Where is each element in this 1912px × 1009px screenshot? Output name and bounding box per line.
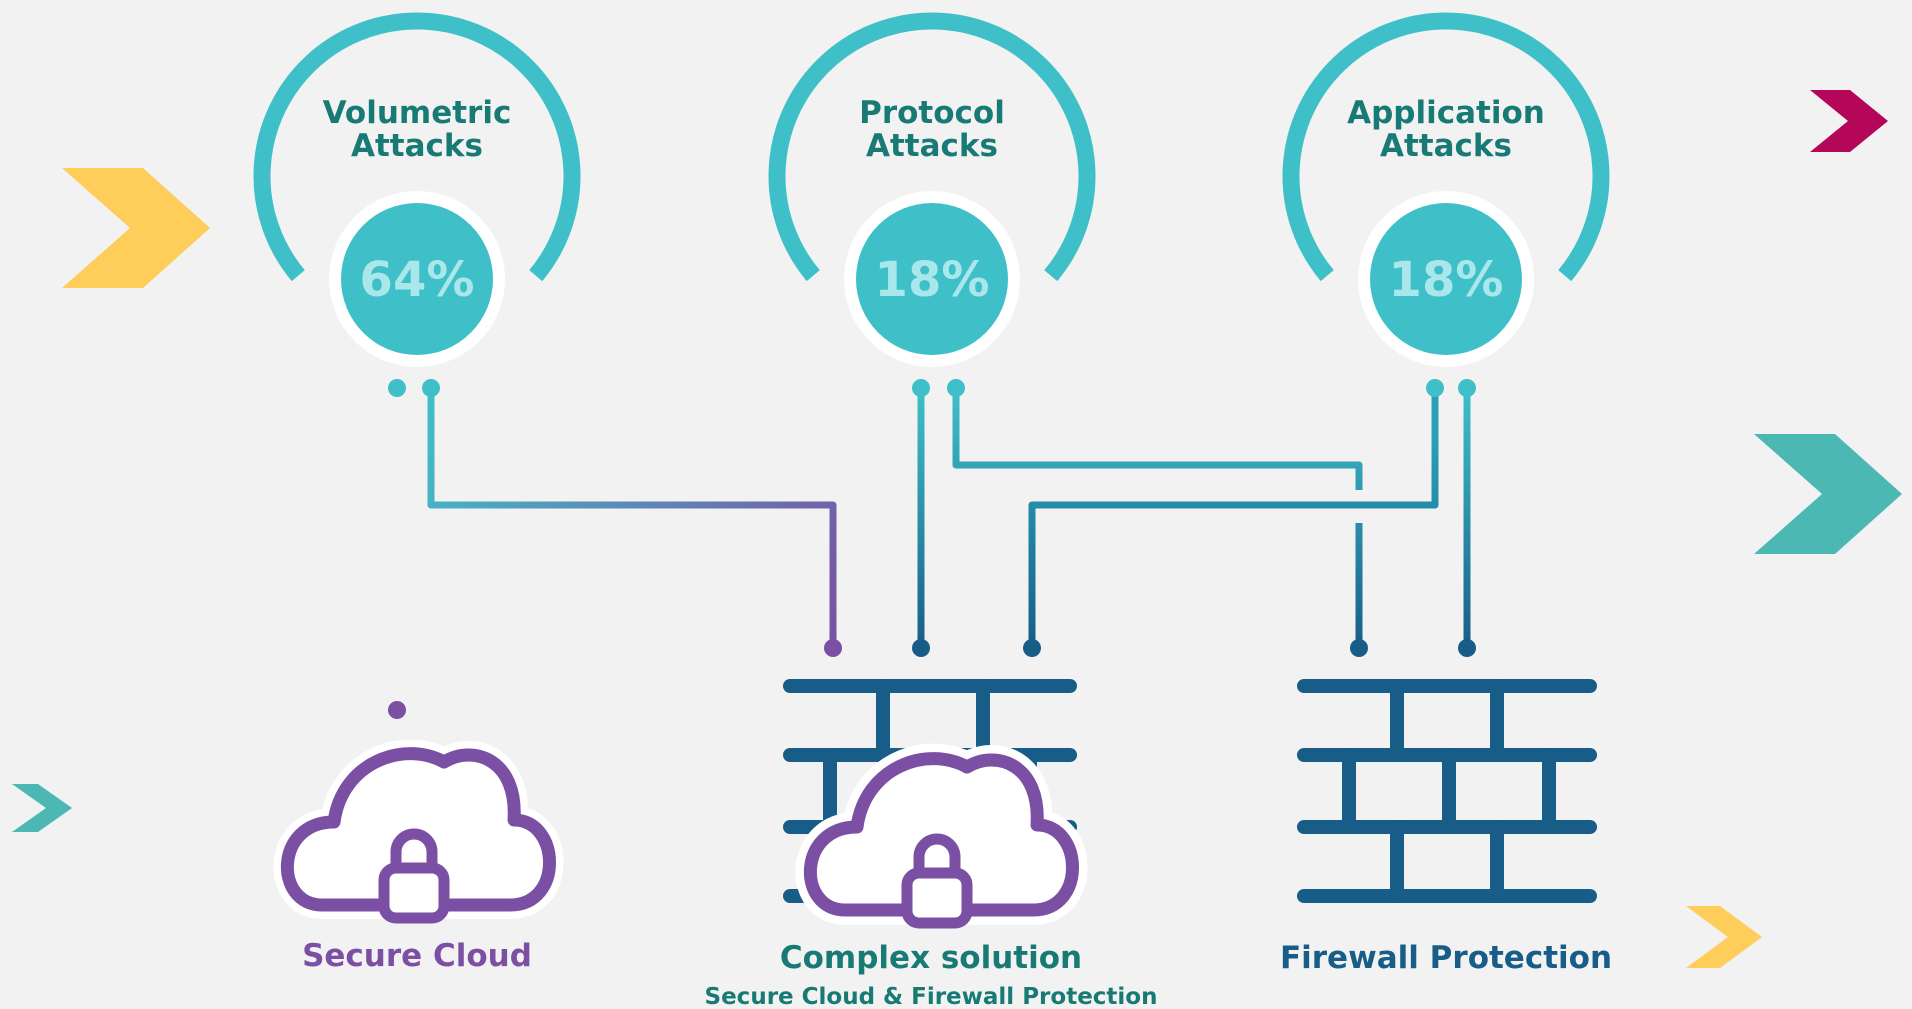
complex-solution-label: Complex solution — [780, 940, 1082, 976]
connector-dot — [1426, 379, 1444, 397]
connector-dot — [1458, 379, 1476, 397]
firewall-brick-icon — [1297, 679, 1597, 903]
cloud-lock-icon — [795, 743, 1088, 929]
connector-dot — [1458, 639, 1476, 657]
connector-protocol-firewall — [952, 390, 1363, 648]
connector-application-complex — [1028, 390, 1439, 648]
firewall-protection-label: Firewall Protection — [1280, 940, 1612, 976]
complex-solution-sublabel: Secure Cloud & Firewall Protection — [705, 984, 1158, 1009]
connector-dot — [388, 379, 406, 397]
chevron-arrow-icon — [1810, 90, 1888, 152]
connector-dot — [824, 639, 842, 657]
attack-percent: 18% — [875, 252, 990, 308]
secure-cloud-label: Secure Cloud — [302, 938, 532, 974]
connector-volumetric-complex — [427, 390, 837, 648]
attack-percent: 64% — [360, 252, 475, 308]
attack-title-line1: Volumetric — [323, 95, 512, 131]
attack-title-line1: Application — [1347, 95, 1545, 131]
connector-dot — [1023, 639, 1041, 657]
ring-arc — [768, 12, 1096, 282]
ring-arc — [1282, 12, 1610, 282]
connector-dot — [422, 379, 440, 397]
connector-dot — [1350, 639, 1368, 657]
attack-title-line2: Attacks — [351, 128, 483, 164]
chevron-arrow-icon — [12, 784, 72, 832]
chevron-arrow-icon — [62, 168, 210, 288]
chevron-arrow-icon — [1686, 906, 1762, 968]
attack-title-line1: Protocol — [859, 95, 1005, 131]
percent-badge — [341, 203, 493, 355]
percent-badge — [1370, 203, 1522, 355]
attack-title-line2: Attacks — [866, 128, 998, 164]
ring-arc — [253, 12, 581, 282]
attack-title-line2: Attacks — [1380, 128, 1512, 164]
percent-badge — [856, 203, 1008, 355]
connector-dot — [912, 639, 930, 657]
cloud-lock-icon — [273, 739, 564, 924]
connector-dot — [947, 379, 965, 397]
connector-dot — [912, 379, 930, 397]
attack-percent: 18% — [1389, 252, 1504, 308]
connector-dot — [388, 701, 406, 719]
chevron-arrow-icon — [1754, 434, 1902, 554]
